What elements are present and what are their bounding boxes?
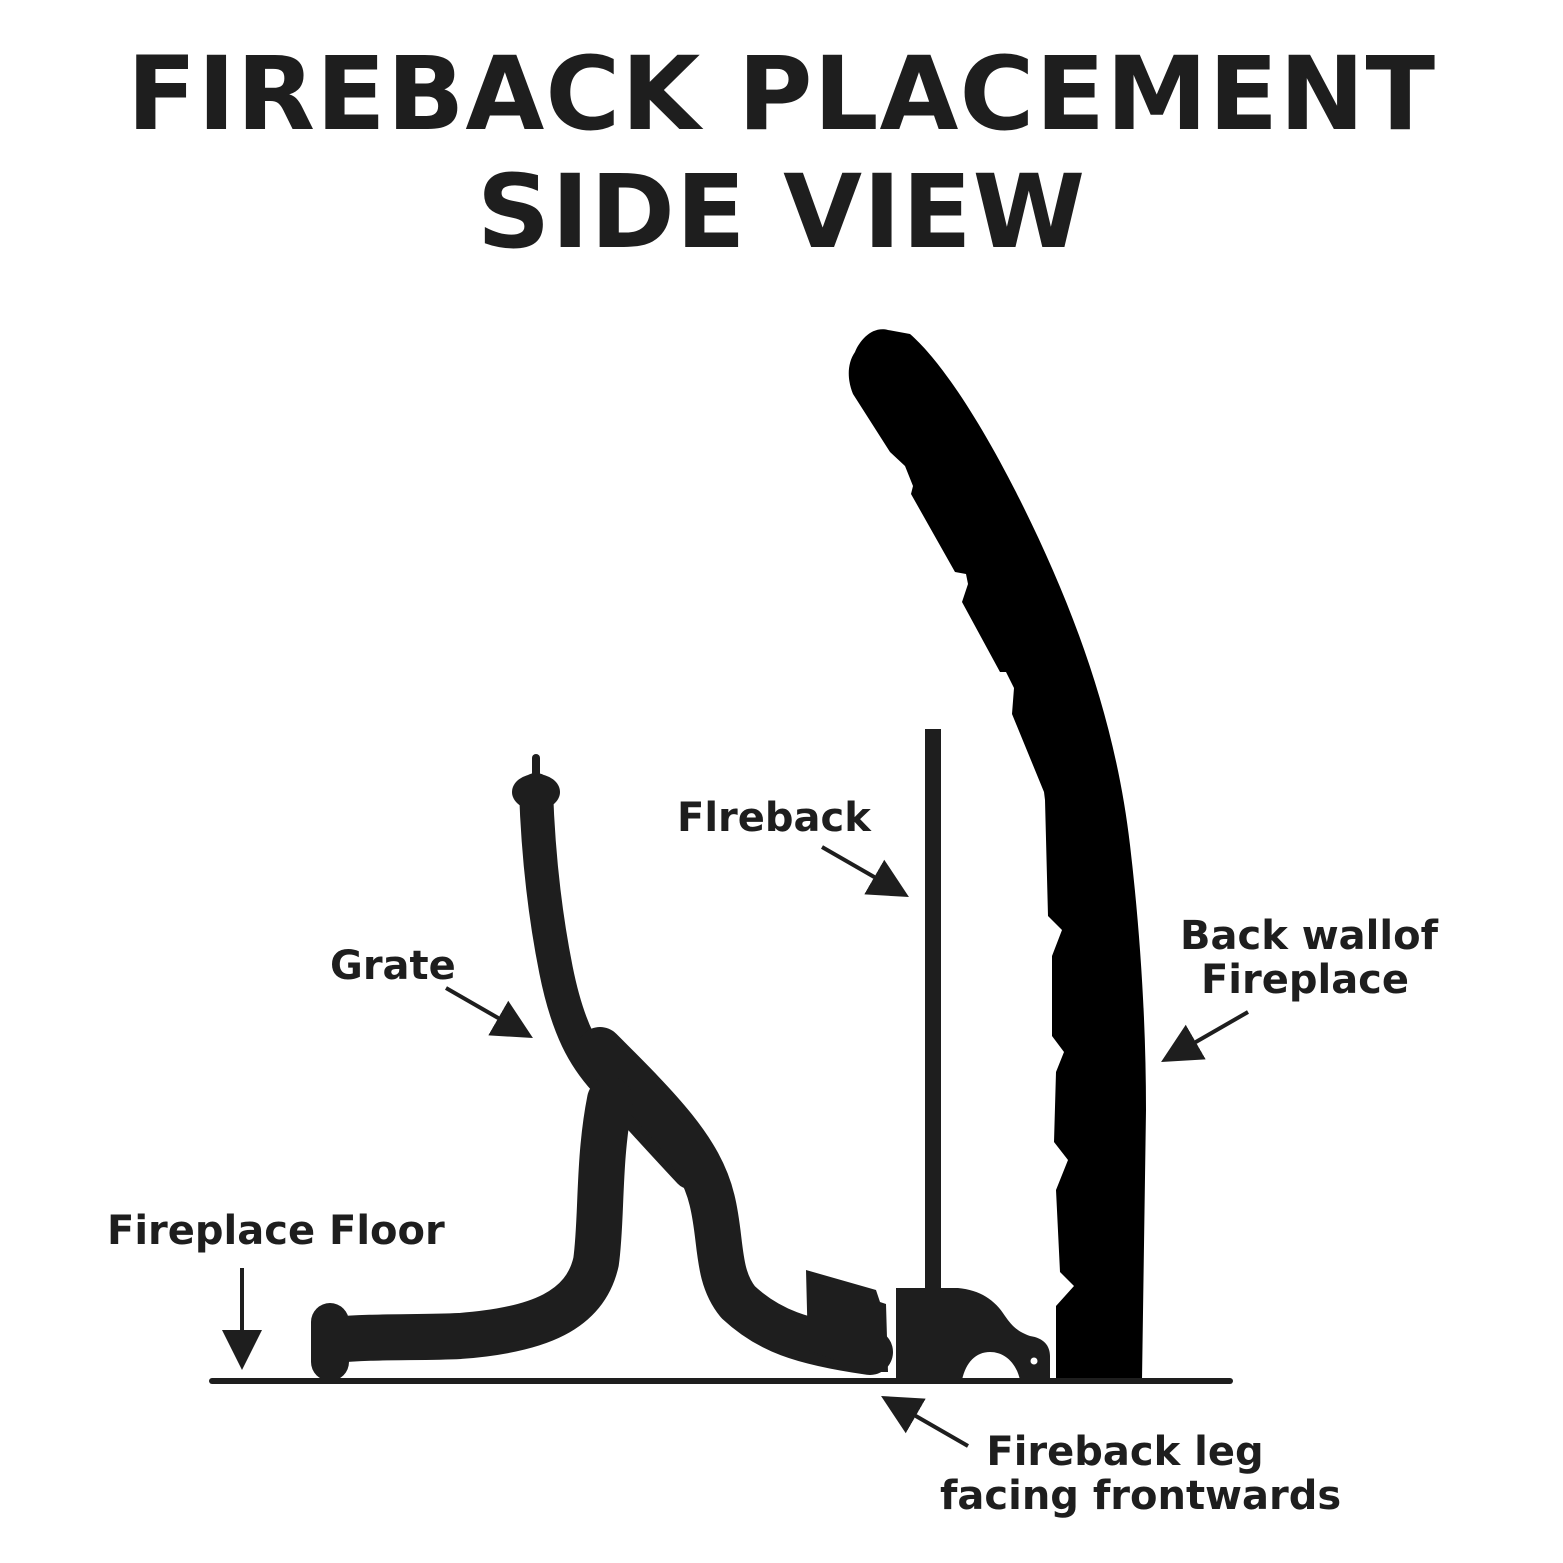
fireback-leg-hole bbox=[1030, 1357, 1038, 1365]
grate-finial bbox=[512, 774, 560, 810]
fireback-plate bbox=[925, 729, 941, 1292]
back-wall-label: Back wallof Fireplace bbox=[1180, 913, 1438, 1003]
grate-arrow bbox=[445, 986, 533, 1038]
fireback-leg-label-line-2: facing frontwards bbox=[940, 1473, 1342, 1519]
back-wall-arrow bbox=[1161, 1010, 1249, 1062]
fireback-leg-label-line-1: Fireback leg bbox=[986, 1429, 1264, 1475]
fireback-leg-arrow bbox=[881, 1396, 969, 1448]
fireback-leg-label: Fireback leg facing frontwards bbox=[940, 1429, 1342, 1519]
grate-label: Grate bbox=[330, 943, 456, 989]
fireback-label: Flreback bbox=[677, 795, 871, 841]
grate-rear-foot bbox=[806, 1270, 888, 1372]
back-wall-shape bbox=[848, 329, 1146, 1380]
back-wall-label-line-2: Fireplace bbox=[1200, 957, 1410, 1003]
fireback-arrow bbox=[821, 845, 909, 897]
fireback-leg bbox=[896, 1288, 1050, 1380]
title-line-1: FIREBACK PLACEMENT bbox=[126, 35, 1437, 154]
grate-shape bbox=[311, 754, 893, 1381]
fireplace-floor-label: Fireplace Floor bbox=[107, 1208, 445, 1254]
back-wall-label-line-1: Back wallof bbox=[1180, 913, 1438, 959]
title-line-2: SIDE VIEW bbox=[476, 153, 1087, 272]
